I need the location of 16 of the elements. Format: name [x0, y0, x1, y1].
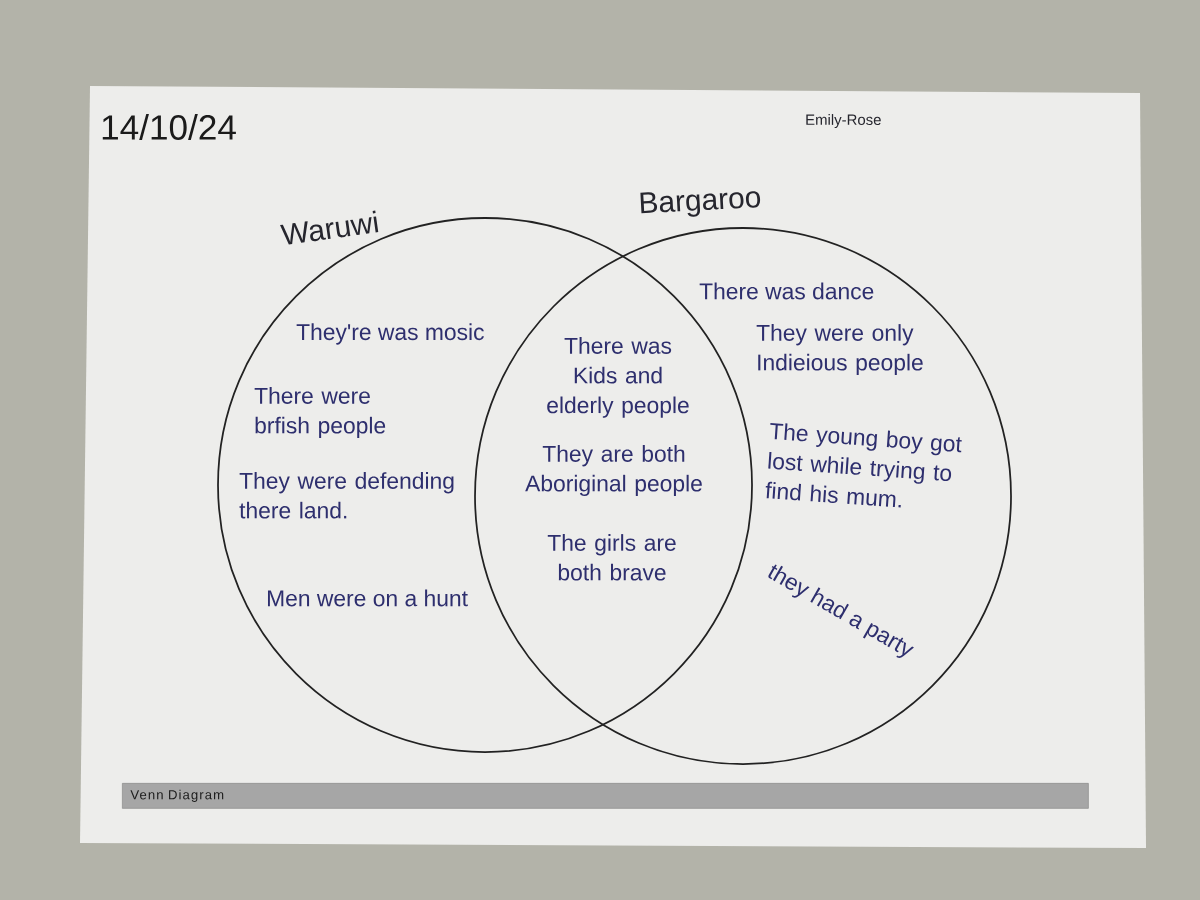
circle-heading: Waruwi: [280, 210, 379, 245]
date-label: 14/10/24: [102, 114, 236, 140]
handwritten-note: Men were on a hunt: [268, 589, 468, 607]
handwritten-note: they had a party: [768, 564, 914, 658]
handwritten-note: They are both Aboriginal people: [525, 445, 702, 497]
handwritten-note: They were only Indieious people: [756, 324, 923, 376]
handwritten-note: They're was mosic: [296, 323, 484, 345]
handwritten-note: The young boy got lost while trying to find his mum.: [765, 423, 962, 508]
handwritten-note: There was dance: [699, 282, 874, 300]
handwritten-note: There was Kids and elderly people: [547, 337, 689, 418]
handwritten-note: There were brfish people: [254, 387, 386, 439]
name-label: Emily-Rose: [806, 114, 881, 128]
footer-band: Venn Diagram: [122, 783, 1089, 809]
handwritten-note: They were defending there land.: [239, 472, 454, 519]
handwritten-note: The girls are both brave: [547, 534, 676, 581]
circle-heading: Bargaroo: [640, 191, 761, 217]
